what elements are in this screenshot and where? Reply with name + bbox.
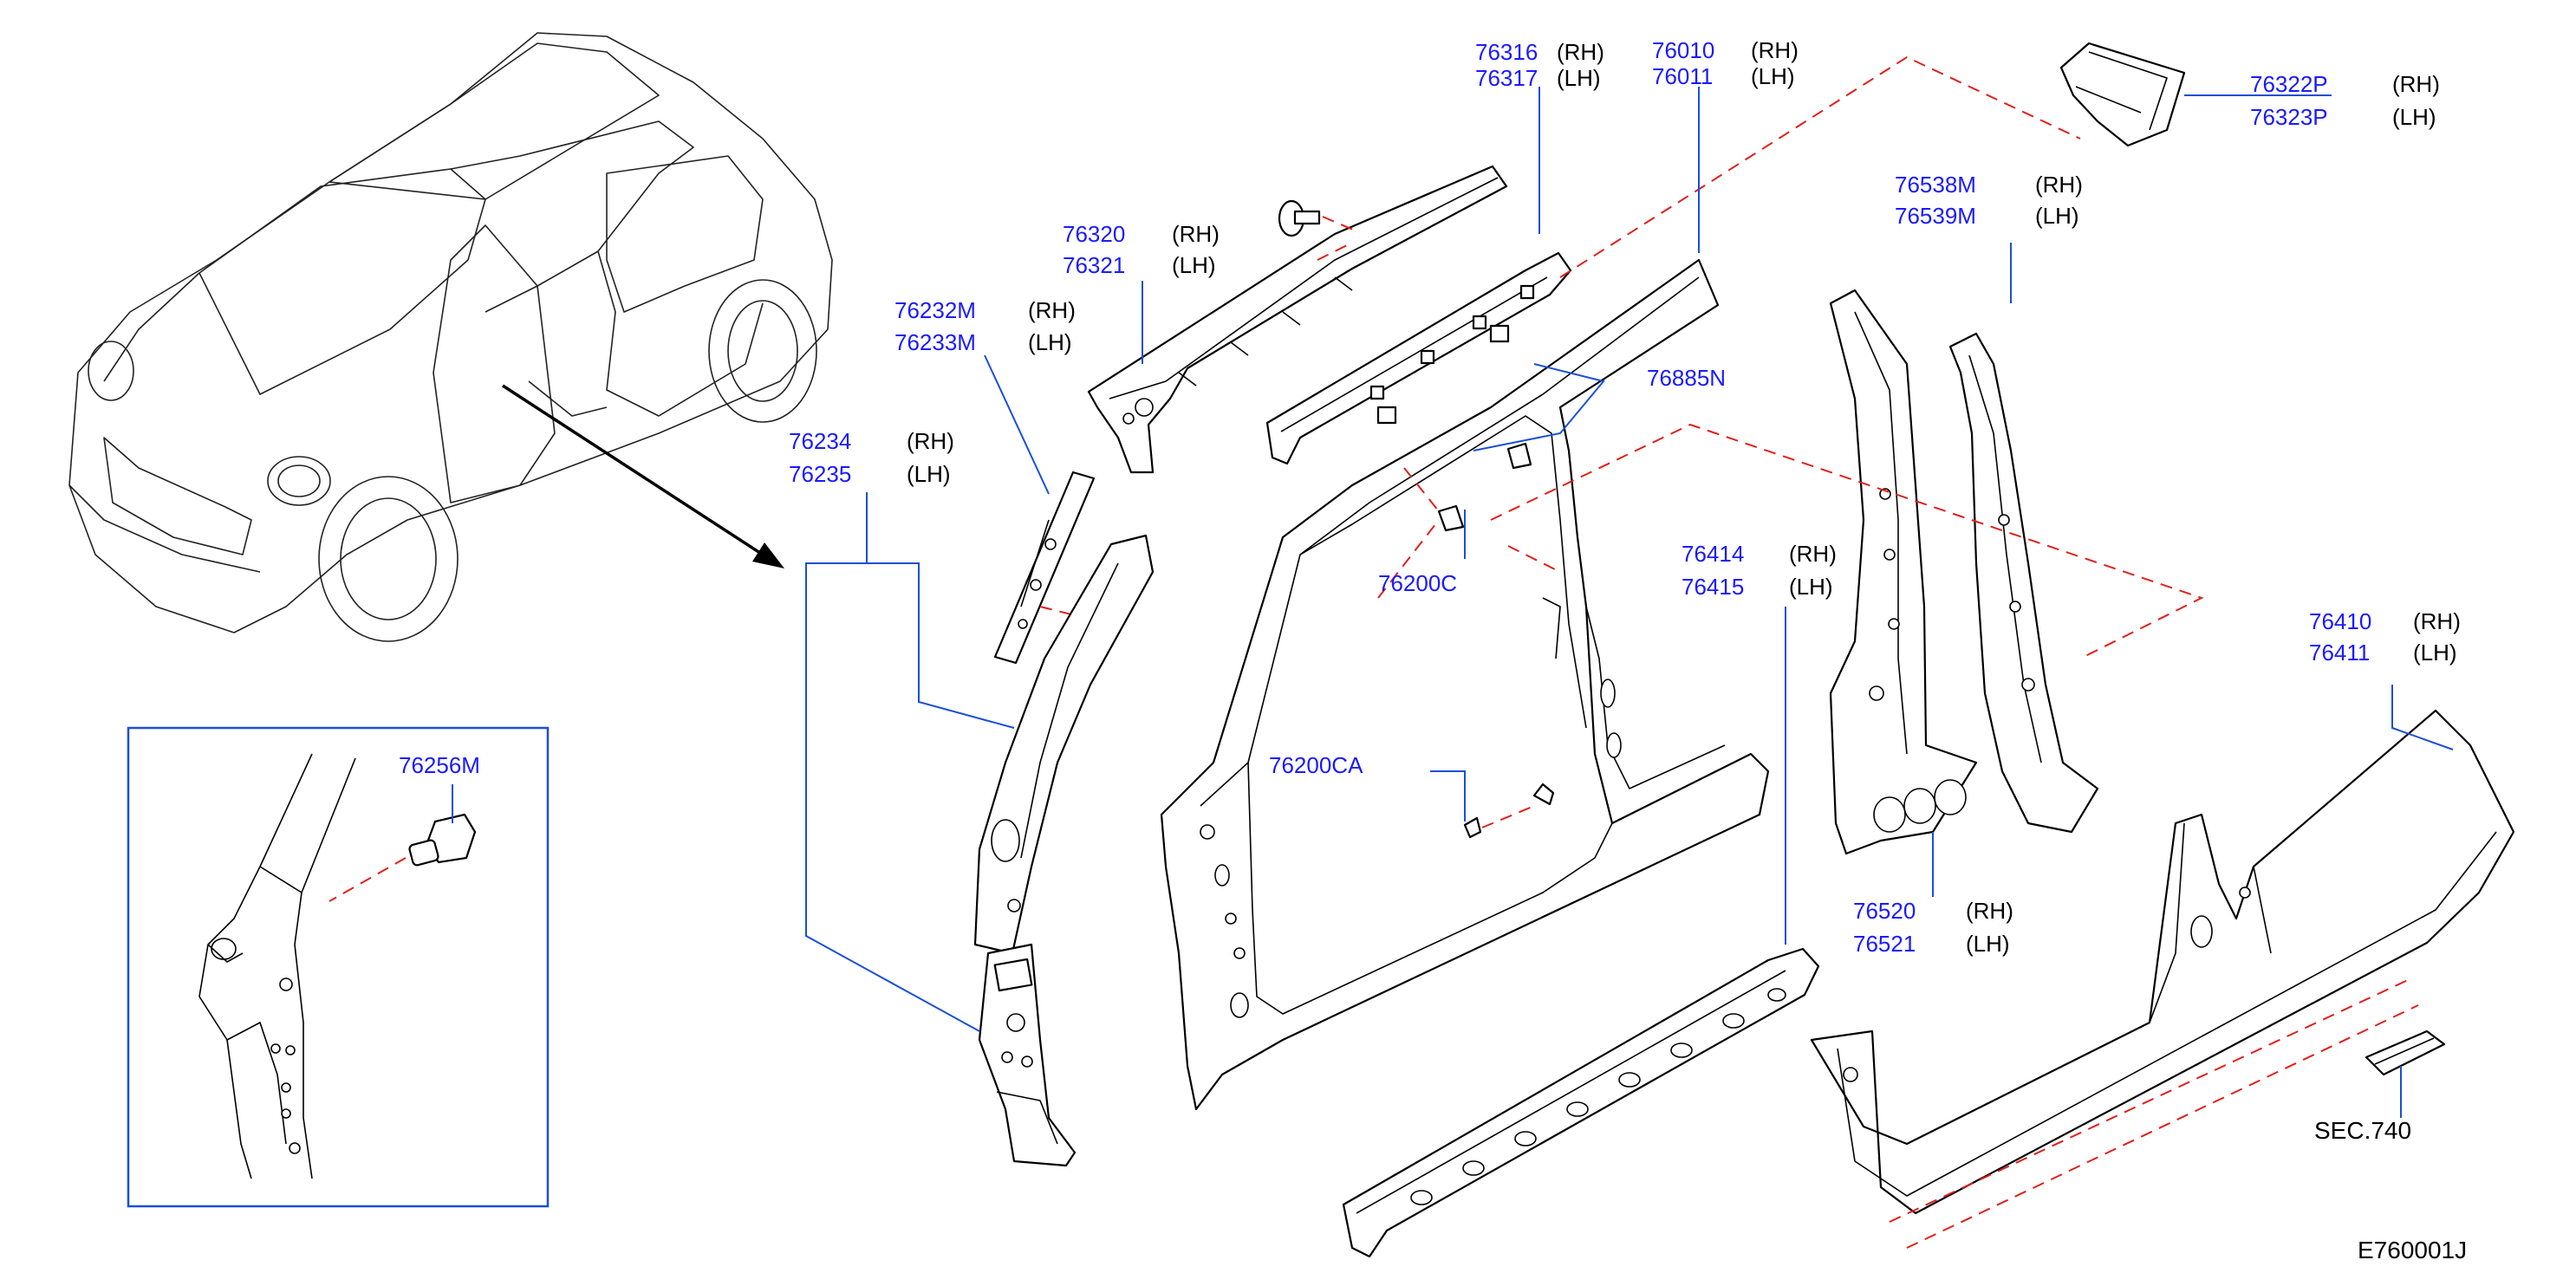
label-76200ca: 76200CA: [1269, 752, 1363, 778]
part-number: 76415: [1682, 574, 1744, 600]
sec740-bracket-illustration: [2365, 1029, 2446, 1076]
diagram-code: E760001J: [2358, 1237, 2467, 1263]
part-number: 76317: [1475, 65, 1538, 91]
rear-body-side-76410: [1810, 709, 2515, 1215]
body-side-outer-76010: [1160, 258, 1770, 1111]
car-overview-illustration: [68, 32, 833, 642]
part-number: 76410: [2309, 608, 2371, 634]
center-pillar-inner-76520: [1829, 289, 1978, 855]
side-label: (LH): [907, 461, 951, 487]
side-label: (LH): [2035, 203, 2079, 229]
part-number: 76539M: [1895, 203, 1976, 229]
label-76410: 76410 76411 (RH) (LH): [2309, 608, 2461, 666]
side-label: (RH): [2413, 608, 2461, 634]
side-label: (RH): [1028, 297, 1076, 323]
side-label: (RH): [1557, 39, 1604, 65]
side-label: (LH): [1751, 63, 1795, 89]
part-number: 76411: [2309, 640, 2370, 666]
label-76538m: 76538M 76539M (RH) (LH): [1895, 172, 2083, 229]
part-number: 76234: [789, 428, 851, 454]
label-76256m: 76256M: [399, 752, 480, 778]
part-number: 76235: [789, 461, 851, 487]
roof-rail-inner-76316: [1265, 242, 1572, 465]
part-number: 76520: [1853, 898, 1916, 924]
part-number: 76200C: [1378, 570, 1457, 596]
clip-76885n-illustration: [1376, 324, 1510, 425]
label-76232m: 76232M 76233M (RH) (LH): [894, 297, 1076, 355]
bolt-76316-illustration: [1278, 199, 1360, 237]
part-number: 76322P: [2250, 71, 2328, 97]
part-number: 76414: [1682, 541, 1744, 567]
part-number: 76323P: [2250, 104, 2328, 130]
leader-lines: [452, 87, 2454, 1118]
label-76414: 76414 76415 (RH) (LH): [1682, 541, 1837, 600]
side-label: (RH): [1172, 221, 1220, 247]
clip-76256m-illustration: [329, 813, 477, 902]
detail-inset-frame: [127, 726, 550, 1208]
side-label: (LH): [2413, 640, 2457, 666]
side-label: (RH): [907, 428, 954, 454]
front-bracket-76322p: [2059, 42, 2186, 147]
label-76885n: 76885N: [1647, 365, 1726, 391]
side-label: (RH): [1789, 541, 1837, 567]
front-pillar-inner-76234: [973, 534, 1155, 1167]
roof-rail-76320: [1087, 165, 1508, 474]
label-76520: 76520 76521 (RH) (LH): [1853, 898, 2013, 957]
side-label: (LH): [1789, 574, 1833, 600]
label-76234: 76234 76235 (RH) (LH): [789, 428, 954, 487]
part-number: 76321: [1063, 252, 1125, 278]
side-label: (LH): [1557, 65, 1601, 91]
side-label: (RH): [1751, 37, 1799, 63]
section-reference: SEC.740: [2314, 1117, 2411, 1144]
part-number: 76256M: [399, 752, 480, 778]
phantom-lines: [1490, 55, 2419, 1249]
part-number: 76232M: [894, 297, 976, 323]
side-label: (RH): [1966, 898, 2013, 924]
part-number: 76010: [1652, 37, 1714, 63]
location-arrow: [502, 384, 784, 568]
sill-inner-76414: [1342, 947, 1820, 1258]
side-label: (RH): [2035, 172, 2083, 198]
clips-76200c-illustration: [1377, 442, 1532, 599]
center-pillar-outer-76538m: [1948, 332, 2099, 834]
part-number: 76521: [1853, 931, 1916, 957]
side-label: (LH): [2392, 104, 2436, 130]
label-76322p: 76322P 76323P (RH) (LH): [2250, 71, 2440, 130]
side-label: (LH): [1028, 329, 1072, 355]
part-number: 76885N: [1647, 365, 1726, 391]
part-number: 76316: [1475, 39, 1538, 65]
pillar-reinforcement-76232m: [993, 471, 1096, 665]
part-number: 76538M: [1895, 172, 1976, 198]
part-number: 76320: [1063, 221, 1125, 247]
side-label: (RH): [2392, 71, 2440, 97]
label-76010: 76010 76011 (RH) (LH): [1652, 37, 1799, 89]
side-label: (LH): [1172, 252, 1216, 278]
part-number: 76011: [1652, 63, 1713, 89]
part-number: 76200CA: [1269, 752, 1363, 778]
label-76316: 76316 76317 (RH) (LH): [1475, 39, 1604, 91]
label-76200c: 76200C: [1378, 570, 1457, 596]
side-label: (LH): [1966, 931, 2010, 957]
label-76320: 76320 76321 (RH) (LH): [1063, 221, 1220, 278]
part-number: 76233M: [894, 329, 976, 355]
